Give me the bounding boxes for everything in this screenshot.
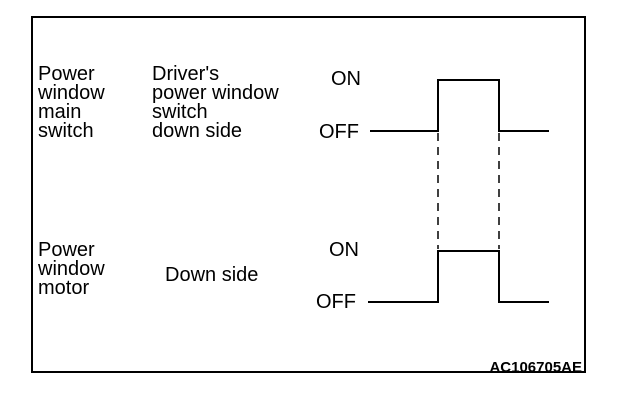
row-1-signal-waveform [370, 79, 549, 132]
row-1-device-label: Power window main switch [38, 63, 105, 142]
row-1-condition-label: Driver's power window switch down side [152, 63, 279, 142]
row-2-condition-label: Down side [165, 264, 259, 286]
row-1-off-label: OFF [319, 121, 359, 143]
row-2-on-label: ON [329, 239, 359, 261]
row-2-off-label: OFF [316, 291, 356, 313]
figure-code: AC106705AE [489, 359, 582, 376]
diagram-frame [31, 16, 586, 373]
row-2-signal-waveform [368, 250, 549, 303]
row-2-device-label: Power window motor [38, 239, 105, 299]
row-1-on-label: ON [331, 68, 361, 90]
